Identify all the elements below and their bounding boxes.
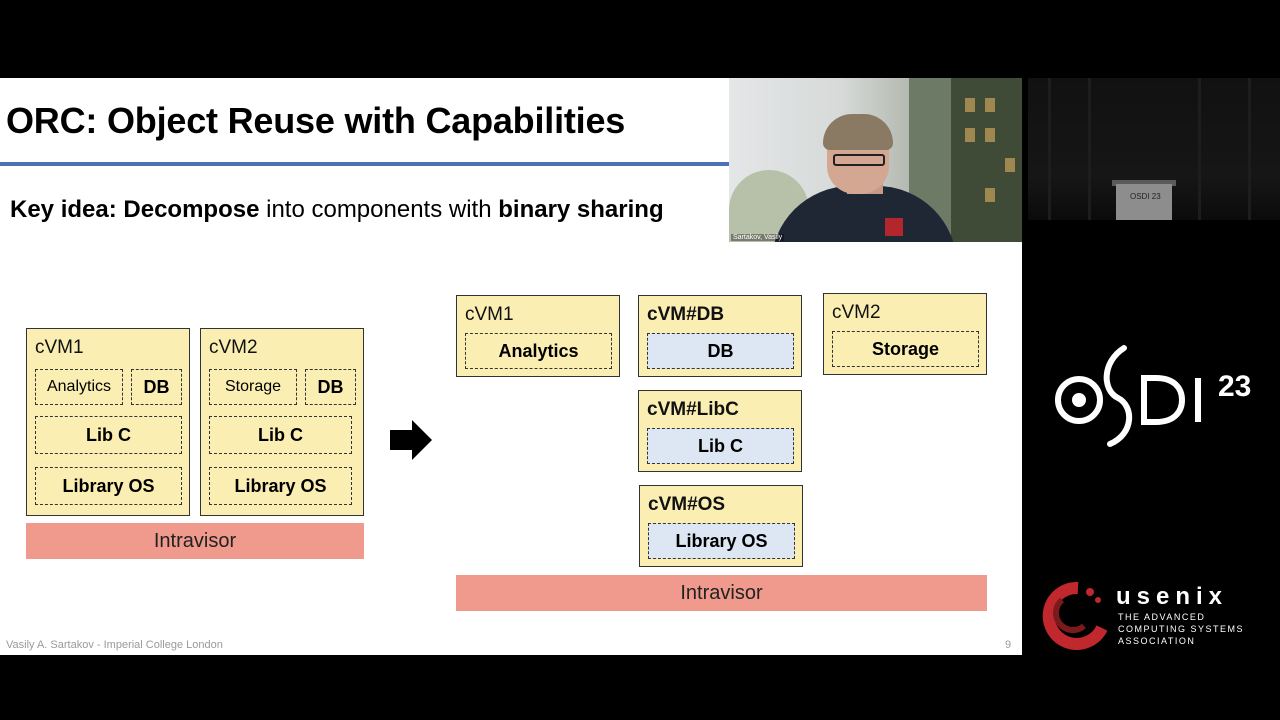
after-cvm2-label: cVM2: [832, 302, 881, 323]
after-cvm1-label: cVM1: [465, 304, 514, 325]
after-cvm1-analytics: Analytics: [465, 333, 612, 369]
page-number: 9: [1005, 639, 1012, 651]
usenix-tagline-1: THE ADVANCED: [1118, 612, 1205, 622]
after-cvm-libc-label: cVM#LibC: [647, 399, 739, 420]
usenix-logo: usenix THE ADVANCED COMPUTING SYSTEMS AS…: [1042, 581, 1244, 650]
after-intravisor-bar: Intravisor: [456, 575, 987, 611]
stage-podium: [1116, 184, 1172, 220]
before-cvm1-libc: Lib C: [35, 416, 182, 454]
usenix-swirl-icon: [1042, 581, 1108, 650]
after-cvm-db-box: cVM#DB DB: [638, 295, 802, 377]
before-cvm2-db: DB: [305, 369, 356, 405]
after-cvm-db-content: DB: [647, 333, 794, 369]
after-cvm-db-label: cVM#DB: [647, 304, 725, 325]
before-cvm2-libc: Lib C: [209, 416, 352, 454]
usenix-wordmark: usenix: [1116, 583, 1228, 610]
before-intravisor-bar: Intravisor: [26, 523, 364, 559]
after-cvm1-box: cVM1 Analytics: [456, 295, 620, 377]
usenix-tagline-2: COMPUTING SYSTEMS: [1118, 624, 1244, 634]
key-idea-middle: into components with: [259, 196, 499, 223]
before-cvm1-analytics: Analytics: [35, 369, 123, 405]
before-cvm1-libos: Library OS: [35, 467, 182, 505]
title-underline: [0, 162, 730, 166]
key-idea-bold-binary-sharing: binary sharing: [498, 196, 664, 223]
before-cvm2-storage: Storage: [209, 369, 297, 405]
speaker-shirt-crest: [885, 218, 903, 236]
podium-logo-text: OSDI 23: [1130, 192, 1161, 201]
osdi-year: 23: [1218, 370, 1251, 403]
after-cvm-libc-content: Lib C: [647, 428, 794, 464]
after-cvm-os-content: Library OS: [648, 523, 795, 559]
after-cvm2-storage: Storage: [832, 331, 979, 367]
before-cvm2-libos: Library OS: [209, 467, 352, 505]
after-cvm-os-box: cVM#OS Library OS: [639, 485, 803, 567]
usenix-tagline-3: ASSOCIATION: [1118, 636, 1195, 646]
key-idea-bold-decompose: Decompose: [123, 196, 260, 223]
speaker-hair: [823, 114, 893, 150]
stage-camera-video: OSDI 23: [1028, 78, 1280, 220]
key-idea-text: Key idea: Decompose into components with…: [10, 196, 664, 224]
osdi-logo: 23: [1055, 345, 1251, 447]
key-idea-prefix: Key idea:: [10, 196, 124, 223]
before-cvm1-label: cVM1: [35, 337, 84, 358]
speaker-glasses: [833, 154, 885, 166]
after-cvm-libc-box: cVM#LibC Lib C: [638, 390, 802, 472]
before-cvm2-box: cVM2 Storage DB Lib C Library OS: [200, 328, 364, 516]
slide-title: ORC: Object Reuse with Capabilities: [6, 100, 626, 141]
before-cvm1-box: cVM1 Analytics DB Lib C Library OS: [26, 328, 190, 516]
after-cvm-os-label: cVM#OS: [648, 494, 726, 515]
before-cvm2-label: cVM2: [209, 337, 258, 358]
before-cvm1-db: DB: [131, 369, 182, 405]
speaker-webcam-video: Sartakov, Vasily: [729, 78, 1022, 242]
right-arrow-icon: [390, 420, 432, 460]
after-cvm2-box: cVM2 Storage: [823, 293, 987, 375]
webcam-name-tag: Sartakov, Vasily: [731, 234, 785, 241]
footer-author: Vasily A. Sartakov - Imperial College Lo…: [6, 639, 223, 651]
